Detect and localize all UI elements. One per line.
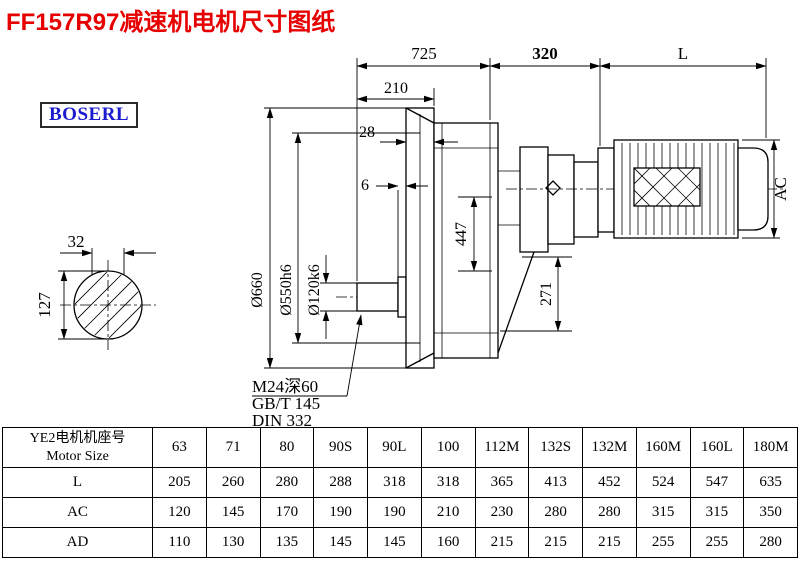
dimension-value: 215 [528,527,583,558]
dimension-value: 315 [689,497,745,528]
thread-standard-gbt: GB/T 145 [252,394,320,413]
dim-725-label: 725 [411,44,437,63]
motor-terminal-plate [633,167,701,207]
dimension-value: 145 [205,497,261,528]
column-header: 180M [743,427,798,468]
row-label: AC [2,497,153,528]
motor [506,139,784,239]
dimension-value: 145 [367,527,422,558]
dimension-value: 145 [313,527,368,558]
dimension-value: 318 [420,467,476,498]
gear-housing [433,122,535,359]
dimension-value: 280 [582,497,637,528]
column-header: 90L [367,427,422,468]
column-header: 63 [152,427,207,468]
shaft-section-view: 32 127 [35,232,156,350]
dimension-value: 318 [367,467,422,498]
dimension-value: 170 [259,497,315,528]
column-header: 90S [313,427,368,468]
dim-320-label: 320 [532,44,558,63]
dimension-value: 635 [743,467,798,498]
dimension-value: 120 [152,497,207,528]
dimension-value: 260 [205,467,261,498]
main-view: 725 320 L 210 28 6 AC [249,44,790,430]
dia-550-label: Ø550h6 [278,264,295,316]
dia-120-label: Ø120k6 [306,264,323,316]
dim-32-label: 32 [68,232,85,251]
dimension-value: 315 [635,497,691,528]
dimension-value: 190 [367,497,422,528]
dia-660-label: Ø660 [249,272,266,308]
dimension-value: 160 [420,527,476,558]
column-header: 100 [420,427,476,468]
dim-447-label: 447 [453,222,470,246]
dimension-value: 205 [152,467,207,498]
dimension-value: 547 [689,467,745,498]
dim-28-label: 28 [359,124,375,141]
column-header: 71 [205,427,261,468]
dimension-value: 215 [474,527,530,558]
dimension-value: 255 [689,527,745,558]
dim-AC-label: AC [771,177,790,201]
dimension-value: 350 [743,497,798,528]
column-header: 132M [582,427,637,468]
dimension-value: 524 [635,467,691,498]
thread-standard-din: DIN 332 [252,411,312,430]
dimension-value: 413 [528,467,583,498]
dim-127-label: 127 [35,292,54,318]
dimension-value: 280 [743,527,798,558]
dimension-value: 135 [259,527,315,558]
brand-logo: BOSERL [40,102,139,128]
dim-L-label: L [678,44,688,63]
dimension-value: 452 [582,467,637,498]
dimension-value: 288 [313,467,368,498]
page-title: FF157R97减速机电机尺寸图纸 [6,9,336,36]
dimension-value: 215 [582,527,637,558]
dim-271-label: 271 [538,282,555,306]
dimension-value: 255 [635,527,691,558]
row-label: AD [2,527,153,558]
mounting-flange [405,107,435,369]
fan-cover [737,147,769,231]
dimensions: 725 320 L 210 28 6 AC [249,44,790,369]
dim-210-label: 210 [384,80,408,97]
thread-note: M24深60 GB/T 145 DIN 332 [252,314,363,430]
column-header: 160M [635,427,691,468]
dimension-value: 110 [152,527,207,558]
row-label: L [2,467,153,498]
dimension-value: 365 [474,467,530,498]
column-header: 132S [528,427,583,468]
dimension-value: 190 [313,497,368,528]
dimension-value: 280 [528,497,583,528]
dim-6-label: 6 [361,177,369,194]
dimension-value: 280 [259,467,315,498]
column-header: 112M [474,427,530,468]
thread-spec: M24深60 [252,377,318,396]
dimension-value: 210 [420,497,476,528]
dimension-value: 130 [205,527,261,558]
column-header: 160L [689,427,745,468]
adapter-diamond-mark [545,180,561,196]
dimension-value: 230 [474,497,530,528]
input-adapter [498,146,615,253]
column-header: 80 [259,427,315,468]
motor-fins [621,143,735,235]
